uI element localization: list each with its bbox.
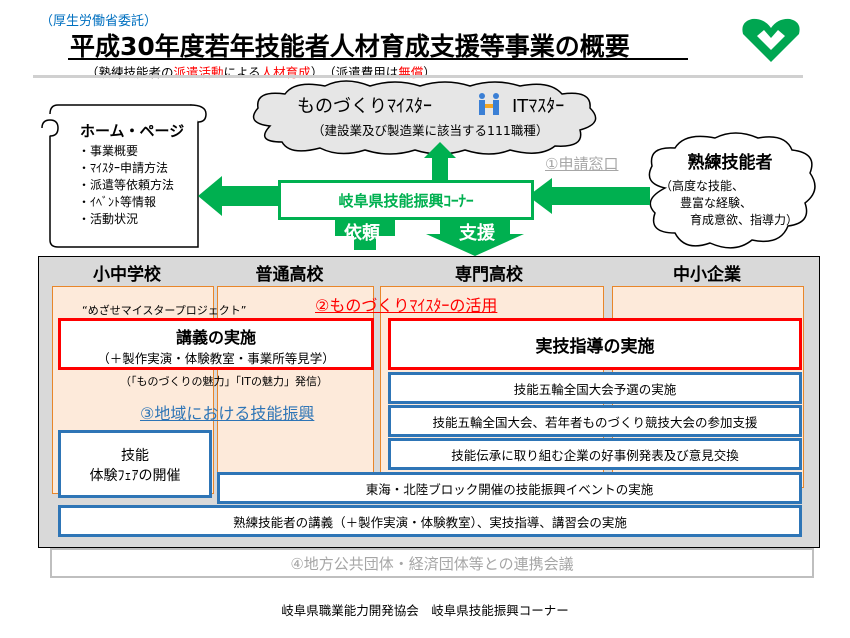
block-event-box: 東海・北陸ブロック開催の技能振興イベントの実施: [217, 472, 802, 504]
lecture-box: 講義の実施 （＋製作実演・体験教室・事業所等見学）: [58, 318, 374, 370]
cloud-right-line: 育成意欲、指導力）: [690, 213, 799, 227]
project-label: “めざせマイスタープロジェクト”: [82, 304, 247, 317]
lecture-all-box: 熟練技能者の講義（＋製作実演・体験教室）、実技指導、講習会の実施: [58, 505, 802, 537]
lecture-title: 講義の実施: [175, 328, 256, 347]
title-underline: [68, 58, 688, 60]
arrows-layer: [198, 142, 650, 256]
appeal-label: （「ものづくりの魅力」「ITの魅力」発信）: [120, 375, 328, 388]
homepage-item: ・事業概要: [78, 144, 139, 158]
column-header: 小中学校: [93, 264, 161, 285]
footer-text: 岐阜県職業能力開発協会 岐阜県技能振興コーナー: [281, 603, 569, 618]
page-title: 平成30年度若年技能者人材育成支援等事業の概要: [70, 32, 630, 61]
homepage-item: ・活動状況: [78, 212, 139, 226]
cloud-right-title: 熟練技能者: [687, 153, 773, 173]
homepage-item: ・ｲﾍﾞﾝﾄ等情報: [78, 195, 157, 209]
application-label: ①申請窓口: [545, 155, 619, 173]
request-arrow-icon: [335, 218, 395, 250]
blue-item: 技能伝承に取り組む企業の好事例発表及び意見交換: [388, 438, 802, 470]
blue-item: 技能五輪全国大会予選の実施: [388, 372, 802, 404]
cloud-right-line: 豊富な経験、: [680, 196, 753, 210]
center-box: 岐阜県技能振興ｺｰﾅｰ: [278, 180, 534, 220]
blue-item: 技能五輪全国大会、若年者ものづくり競技大会の参加支援: [388, 405, 802, 437]
left-arrow-icon: [198, 176, 280, 216]
fair-line1: 技能: [121, 448, 149, 464]
column-header: 中小企業: [673, 264, 741, 285]
logo-heart-icon: [742, 18, 800, 62]
up-arrow-icon: [424, 142, 456, 180]
homepage-list: ・事業概要 ・ﾏｲｽﾀｰ申請方法 ・派遣等依頼方法 ・ｲﾍﾞﾝﾄ等情報 ・活動状…: [78, 143, 174, 228]
cloud-shape: [252, 80, 597, 155]
it-person-icon: [479, 93, 499, 115]
request-label: 依頼: [344, 223, 380, 244]
down-arrow-icon: [426, 216, 524, 256]
scroll-icon: [41, 104, 207, 248]
homepage-item: ・派遣等依頼方法: [78, 178, 175, 192]
practical-box: 実技指導の実施: [388, 318, 802, 370]
cloud-right-shape: [648, 132, 816, 249]
left-arrow-icon: [528, 178, 650, 214]
homepage-item: ・ﾏｲｽﾀｰ申請方法: [78, 161, 169, 175]
cloud-right-line: （高度な技能、: [660, 179, 745, 193]
commission-label: （厚生労働省委託）: [40, 14, 158, 29]
cloud-top-detail: （建設業及び製造業に該当する111職種）: [312, 123, 549, 138]
support-label: 支援: [459, 223, 495, 244]
homepage-title: ホーム・ページ: [80, 122, 185, 140]
council-bar: ④地方公共団体・経済団体等との連携会議: [50, 548, 814, 578]
meister-use-label: ②ものづくりﾏｲｽﾀｰの活用: [315, 296, 498, 315]
regional-label: ③地域における技能振興: [140, 404, 315, 423]
column-header: 普通高校: [255, 264, 324, 285]
column-header: 専門高校: [455, 264, 523, 285]
fair-box: 技能 体験ﾌｪｱの開催: [58, 430, 212, 498]
cloud-top-meister: ものづくりﾏｲｽﾀｰ: [297, 96, 432, 117]
header-divider: [33, 75, 803, 78]
fair-line2: 体験ﾌｪｱの開催: [89, 468, 181, 484]
lecture-sub: （＋製作実演・体験教室・事業所等見学）: [97, 351, 335, 366]
cloud-top-it: ITﾏｽﾀｰ: [512, 96, 565, 117]
